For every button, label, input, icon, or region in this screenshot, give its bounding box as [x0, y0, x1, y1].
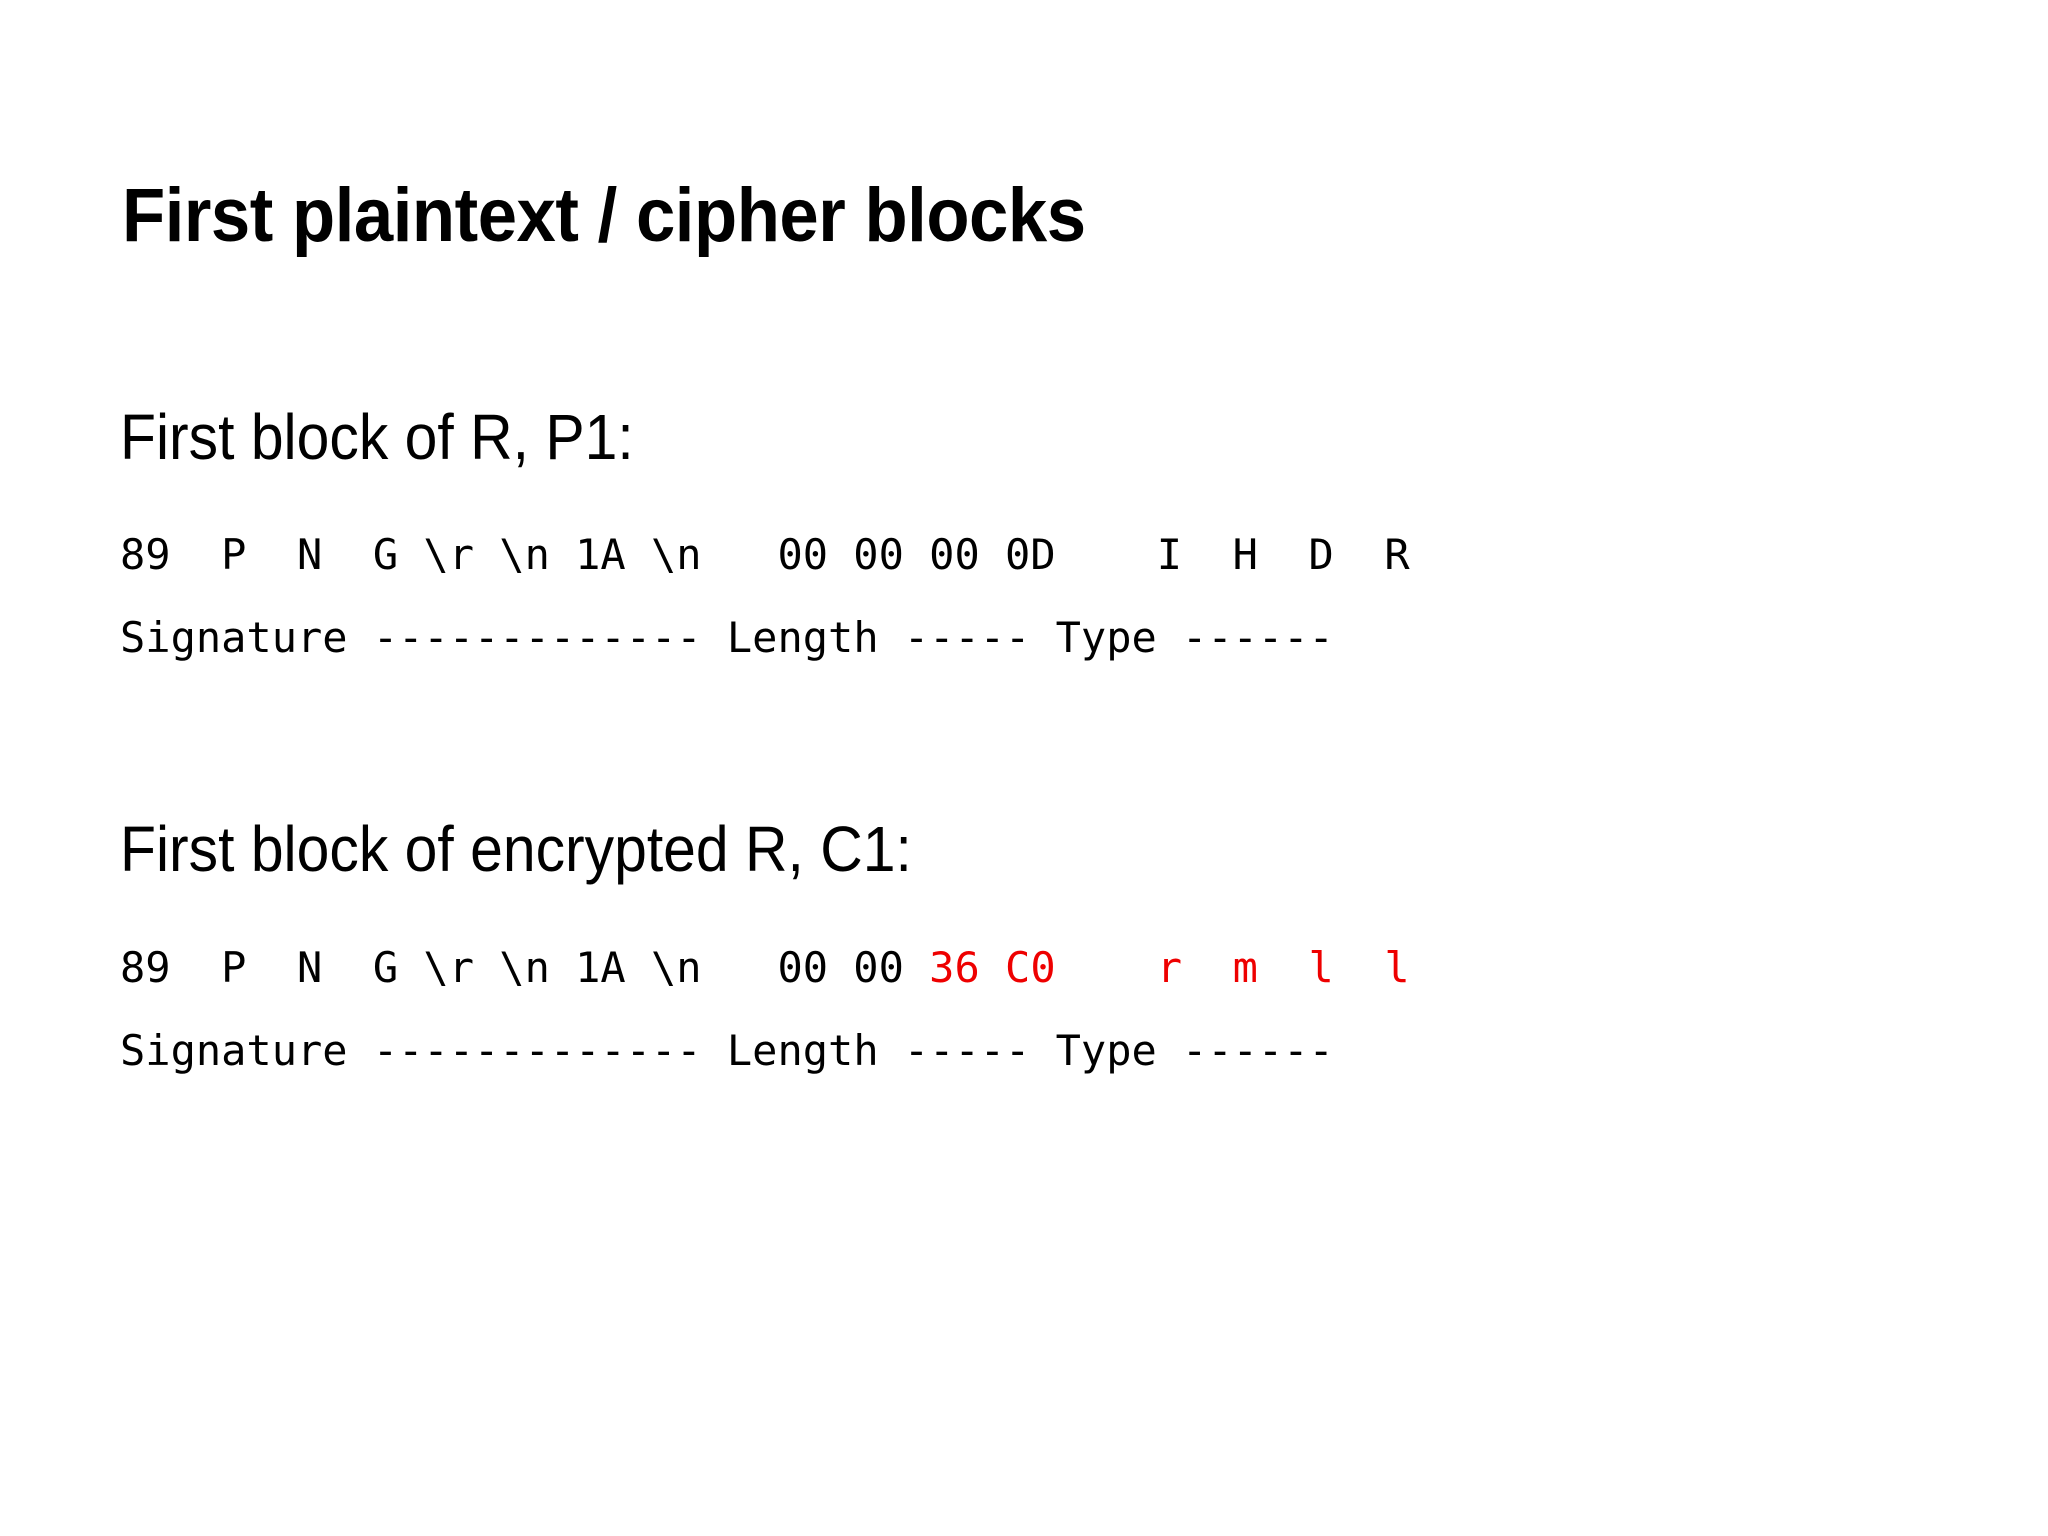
- section-heading-plaintext: First block of R, P1:: [120, 401, 634, 473]
- plaintext-signature-label: Signature -------------: [120, 613, 702, 662]
- plaintext-labels-row: Signature ------------- Length ----- Typ…: [120, 610, 1334, 666]
- plaintext-length-bytes: 00 00 00 0D: [777, 530, 1056, 579]
- section-heading-ciphertext: First block of encrypted R, C1:: [120, 813, 912, 885]
- ciphertext-label-gap-2: [1030, 1026, 1055, 1075]
- ciphertext-signature-label: Signature -------------: [120, 1026, 702, 1075]
- ciphertext-bytes-row: 89 P N G \r \n 1A \n 00 00 36 C0 r m l l: [120, 940, 1410, 996]
- ciphertext-gap-1: [702, 943, 778, 992]
- plaintext-type-label: Type ------: [1055, 613, 1334, 662]
- ciphertext-gap-2: [1056, 943, 1132, 992]
- ciphertext-type-label: Type ------: [1055, 1026, 1334, 1075]
- plaintext-label-gap-2: [1030, 613, 1055, 662]
- plaintext-gap-1: [702, 530, 778, 579]
- plaintext-signature-bytes: 89 P N G \r \n 1A \n: [120, 530, 702, 579]
- ciphertext-label-gap-1: [702, 1026, 727, 1075]
- plaintext-type-bytes: I H D R: [1131, 530, 1410, 579]
- ciphertext-length-bytes-black: 00 00: [777, 943, 930, 992]
- plaintext-gap-2: [1056, 530, 1132, 579]
- ciphertext-length-label: Length -----: [726, 1026, 1031, 1075]
- ciphertext-labels-row: Signature ------------- Length ----- Typ…: [120, 1023, 1334, 1079]
- page-title: First plaintext / cipher blocks: [122, 173, 1086, 258]
- ciphertext-signature-bytes: 89 P N G \r \n 1A \n: [120, 943, 702, 992]
- ciphertext-length-bytes-highlighted: 36 C0: [929, 943, 1056, 992]
- plaintext-length-label: Length -----: [726, 613, 1031, 662]
- plaintext-bytes-row: 89 P N G \r \n 1A \n 00 00 00 0D I H D R: [120, 527, 1410, 583]
- plaintext-label-gap-1: [702, 613, 727, 662]
- ciphertext-type-bytes-highlighted: r m l l: [1131, 943, 1410, 992]
